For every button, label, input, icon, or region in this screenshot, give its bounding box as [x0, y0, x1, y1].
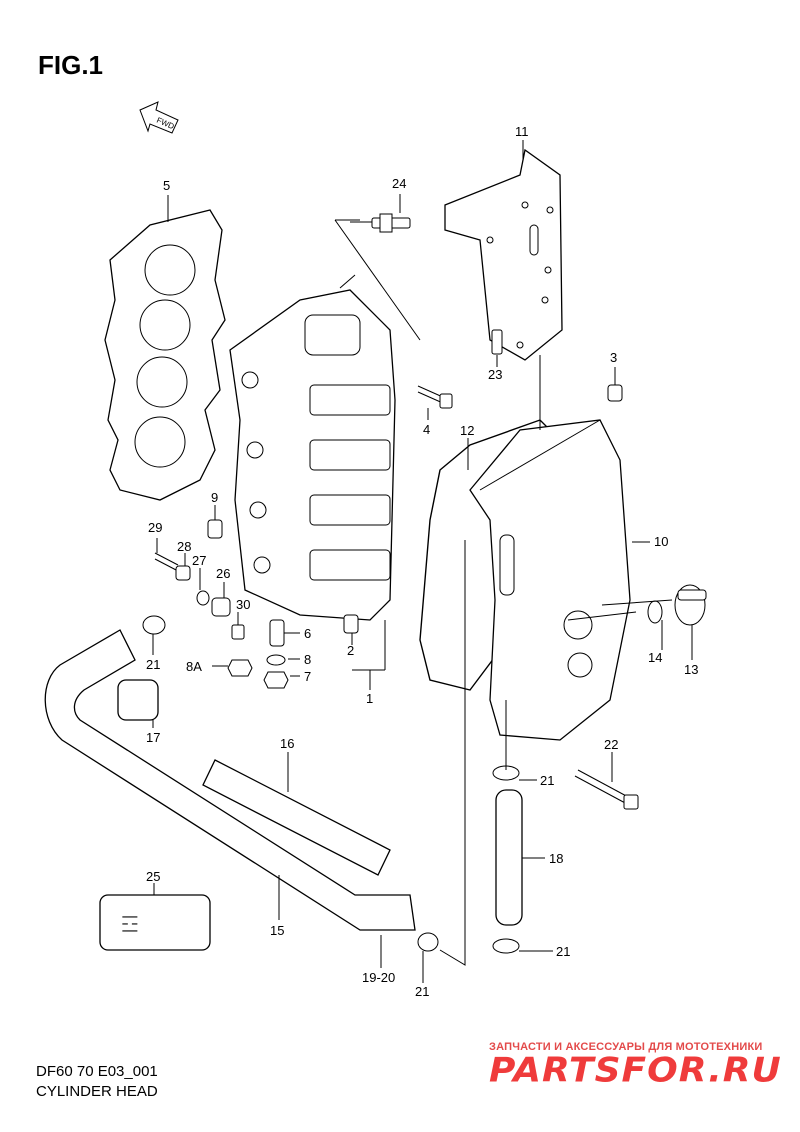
callout-label: 14	[648, 650, 662, 665]
callout-leaders	[152, 140, 693, 983]
callout-label: 26	[216, 566, 230, 581]
callout-label: 5	[163, 178, 170, 193]
callout-label: 13	[684, 662, 698, 677]
callout-label: 10	[654, 534, 668, 549]
dowel-pin	[607, 384, 623, 402]
leader-line	[439, 540, 466, 966]
spark-plug	[350, 213, 411, 233]
leader-24-lines	[334, 219, 421, 341]
callout-label: 1	[366, 691, 373, 706]
fwd-arrow-icon: FWD	[139, 101, 179, 134]
o-ring	[647, 600, 663, 624]
callout-label: 18	[549, 851, 563, 866]
head-gasket	[104, 209, 226, 501]
label-plate-mark: ☲	[120, 912, 140, 937]
figure-title: FIG.1	[38, 50, 104, 80]
bolt-4	[417, 385, 453, 409]
stud-29	[154, 552, 179, 572]
callout-label: 8A	[186, 659, 202, 674]
callout-label: 21	[415, 984, 429, 999]
callout-label: 8	[304, 652, 311, 667]
callout-label: 3	[610, 350, 617, 365]
hose-18	[495, 789, 523, 926]
callout-label: 21	[540, 773, 554, 788]
callout-label: 16	[280, 736, 294, 751]
callout-label: 21	[556, 944, 570, 959]
hose-sleeve-17	[117, 679, 159, 721]
bracket-bolt	[491, 329, 503, 355]
callout-label: 25	[146, 869, 160, 884]
washer-8	[266, 654, 286, 666]
diagram-code: DF60 70 E03_001	[36, 1063, 158, 1080]
cylinder-head	[229, 274, 396, 621]
oil-filler-cap	[674, 584, 707, 626]
callout-label: 30	[236, 597, 250, 612]
callout-label: 23	[488, 367, 502, 382]
watermark-tagline: ЗАПЧАСТИ И АКСЕССУАРЫ ДЛЯ МОТОТЕХНИКИ	[489, 1041, 763, 1053]
hose-clamp	[142, 615, 166, 635]
callout-label: 11	[515, 124, 529, 139]
hose-16	[202, 759, 391, 876]
callout-label: 15	[270, 923, 284, 938]
hose-clamp	[492, 938, 520, 954]
dowel-2	[343, 614, 359, 634]
pin-28	[175, 565, 191, 581]
diagram-name: CYLINDER HEAD	[36, 1083, 158, 1100]
callout-label: 17	[146, 730, 160, 745]
fitting-26	[211, 597, 231, 617]
watermark-logo: PARTSFOR.RU	[489, 1051, 782, 1090]
dowel-9	[207, 519, 223, 539]
cylinder-head-cover	[469, 419, 631, 741]
callout-label: 9	[211, 490, 218, 505]
mounting-bracket	[444, 148, 563, 361]
callout-label: 19-20	[362, 970, 395, 985]
stud-6	[269, 619, 285, 647]
bolt-22	[574, 769, 639, 810]
bolt-30	[231, 624, 245, 640]
callout-label: 4	[423, 422, 430, 437]
hose-clamp	[417, 932, 439, 952]
callout-label: 24	[392, 176, 406, 191]
callout-label: 2	[347, 643, 354, 658]
callout-label: 27	[192, 553, 206, 568]
nut-7	[263, 671, 289, 689]
washer-27	[196, 590, 210, 606]
callout-label: 6	[304, 626, 311, 641]
callout-label: 21	[146, 657, 160, 672]
callout-label: 29	[148, 520, 162, 535]
nut-8a	[227, 659, 253, 677]
label-plate-25	[99, 894, 211, 951]
callout-label: 22	[604, 737, 618, 752]
callout-label: 12	[460, 423, 474, 438]
callout-label: 28	[177, 539, 191, 554]
callout-label: 7	[304, 669, 311, 684]
water-hose-15	[44, 629, 416, 931]
